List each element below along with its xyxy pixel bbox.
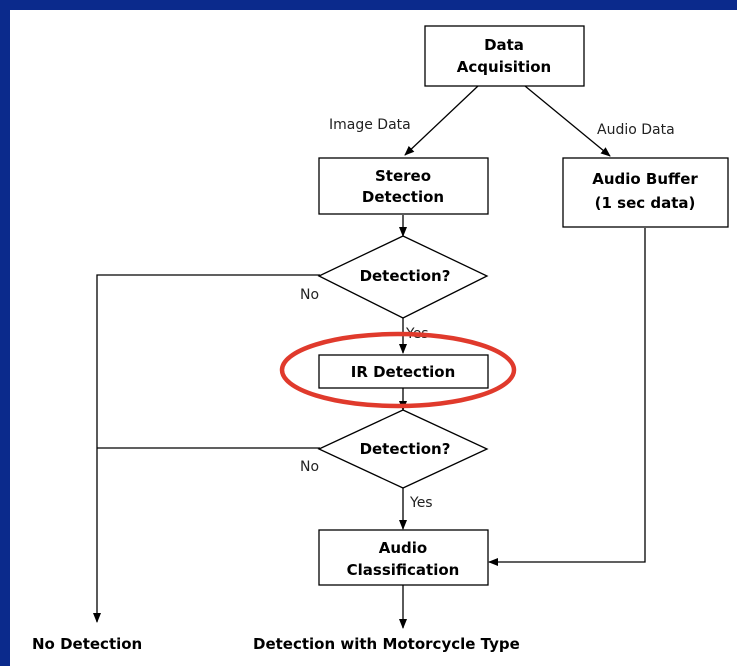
no-detection-output: No Detection (32, 635, 142, 653)
audio-buffer-line-1: Audio Buffer (592, 170, 698, 188)
yes-label-2: Yes (409, 495, 433, 511)
audio-classification-line-1: Audio (379, 539, 427, 557)
audio-classification-box: Audio Classification (318, 529, 489, 586)
ir-detection-label: IR Detection (351, 363, 456, 381)
audio-buffer-line-2: (1 sec data) (595, 194, 696, 212)
image-data-label: Image Data (329, 117, 411, 133)
decision-2: Detection? (317, 409, 489, 489)
audio-buffer-box: Audio Buffer (1 sec data) (562, 157, 729, 228)
no-label-1: No (300, 287, 319, 303)
no-label-2: No (300, 459, 319, 475)
ir-highlight-ellipse (279, 331, 517, 409)
stereo-detection-box: Stereo Detection (318, 157, 489, 215)
decision-2-label: Detection? (360, 440, 451, 458)
data-acquisition-line-2: Acquisition (457, 58, 551, 76)
ir-detection-box: IR Detection (318, 354, 489, 389)
data-acquisition-line-1: Data (484, 36, 524, 54)
audio-classification-line-2: Classification (347, 561, 460, 579)
stereo-detection-line-1: Stereo (375, 167, 431, 185)
data-acquisition-box: Data Acquisition (424, 25, 585, 87)
arrow-to-audio-buffer (524, 85, 611, 157)
audio-data-label: Audio Data (597, 122, 675, 138)
decision-1: Detection? (317, 235, 489, 319)
decision-1-label: Detection? (360, 267, 451, 285)
audio-to-classification (488, 228, 646, 566)
stereo-detection-line-2: Detection (362, 188, 444, 206)
no-branch-1 (93, 274, 320, 623)
detection-with-type-output: Detection with Motorcycle Type (253, 635, 520, 653)
arrow-to-stereo (404, 85, 479, 156)
connectors (93, 85, 646, 629)
